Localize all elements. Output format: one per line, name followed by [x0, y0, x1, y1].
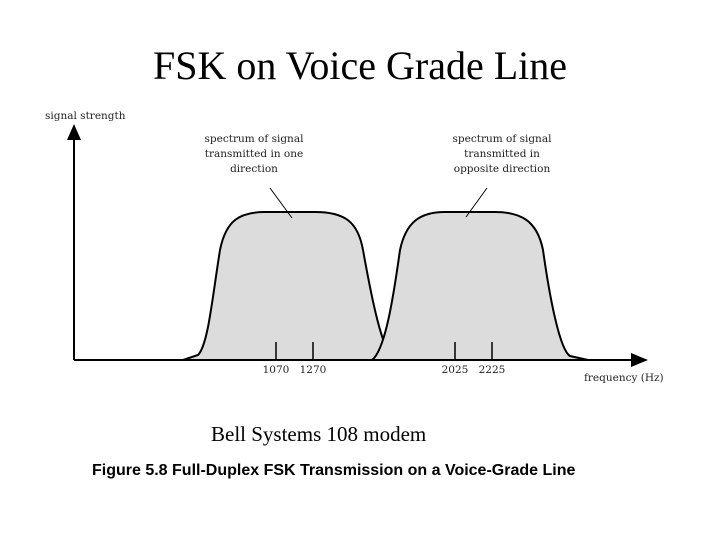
figure-caption: Figure 5.8 Full-Duplex FSK Transmission … — [92, 462, 576, 479]
slide-title: FSK on Voice Grade Line — [152, 43, 568, 88]
left-spectrum-lobe — [182, 211, 397, 361]
x-axis-arrowhead — [631, 353, 648, 367]
tick-label-2225: 2225 — [479, 364, 506, 376]
annotation-left-line-1: spectrum of signal — [205, 133, 305, 145]
annotation-right-line-2: transmitted in — [464, 148, 540, 160]
annotation-right-leader — [465, 187, 488, 218]
y-axis-label: signal strength — [45, 110, 126, 122]
x-axis-label: frequency (Hz) — [584, 372, 664, 384]
annotation-right: spectrum of signal transmitted in opposi… — [453, 133, 553, 175]
annotation-left-leader — [269, 187, 293, 219]
annotation-right-line-1: spectrum of signal — [453, 133, 553, 145]
annotation-left-line-3: direction — [230, 163, 278, 175]
tick-label-2025: 2025 — [442, 364, 469, 376]
tick-label-1270: 1270 — [300, 364, 327, 376]
y-axis-arrowhead — [67, 124, 81, 140]
slide-subtitle: Bell Systems 108 modem — [211, 422, 427, 446]
tick-label-1070: 1070 — [263, 364, 290, 376]
right-spectrum-lobe — [369, 211, 589, 361]
annotation-right-line-3: opposite direction — [454, 163, 551, 175]
annotation-left-line-2: transmitted in one — [205, 148, 303, 160]
annotation-left: spectrum of signal transmitted in one di… — [205, 133, 305, 175]
